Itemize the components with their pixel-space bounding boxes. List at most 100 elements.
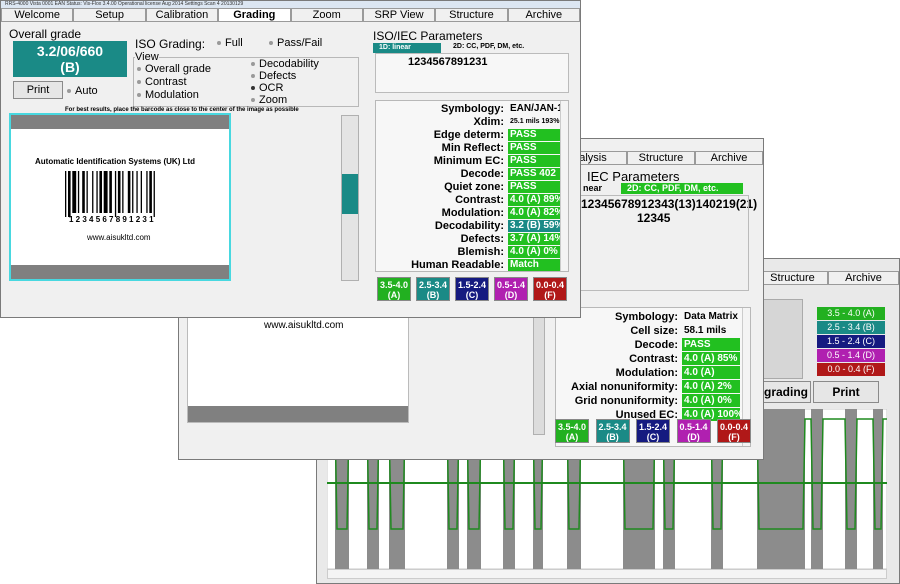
view-defects-radio[interactable]: Defects — [251, 70, 296, 82]
profile-bar — [533, 409, 543, 569]
barcode-bar — [117, 171, 121, 213]
symbology-tab-2d-label: 2D: CC, PDF, DM, etc. — [627, 183, 719, 193]
grade-letter: (C) — [465, 290, 479, 300]
barcode-bar — [82, 171, 85, 213]
tab-structure[interactable]: Structure — [627, 151, 695, 164]
view-modulation-label: Modulation — [145, 89, 199, 101]
barcode-bar — [103, 171, 108, 213]
barcode-bar — [65, 171, 67, 217]
grade-range: 0.5-1.4 — [496, 280, 526, 290]
param-label: Defects: — [460, 233, 504, 245]
tab-welcome[interactable]: Welcome — [1, 8, 74, 21]
view-zoom-radio[interactable]: Zoom — [251, 94, 287, 106]
grade-letter: (D) — [687, 432, 700, 442]
profile-bar — [757, 409, 805, 569]
barcode-image-panel: Automatic Identification Systems (UK) Lt… — [9, 113, 231, 281]
tab-archive[interactable]: Archive — [507, 8, 580, 21]
barcode-bar — [72, 171, 77, 213]
view-ocr-radio[interactable]: OCR — [251, 82, 283, 94]
grade-letter: (C) — [646, 432, 660, 442]
grade-range-badge: 2.5-3.4(B) — [595, 419, 630, 443]
grading-passfail-radio-dot — [269, 41, 273, 46]
tab-archive[interactable]: Archive — [695, 151, 763, 164]
param-value: Data Matrix — [684, 311, 738, 322]
param-label: Axial nonuniformity: — [571, 381, 678, 393]
grading-button[interactable]: grading — [761, 381, 811, 403]
barcode-bar — [122, 171, 124, 213]
print-button[interactable]: Print — [13, 81, 63, 99]
grade-letter: (B) — [426, 290, 440, 300]
decoded-data-box — [569, 195, 749, 291]
iso-parameters-title: IEC Parameters — [587, 169, 680, 184]
view-decodability-label: Decodability — [259, 58, 319, 70]
view-decodability-radio[interactable]: Decodability — [251, 58, 319, 70]
auto-checkbox[interactable]: Auto — [67, 85, 98, 97]
view-modulation-dot — [137, 93, 141, 98]
tab-structure[interactable]: Structure — [435, 8, 508, 21]
grade-range: 3.5-4.0 — [557, 422, 587, 432]
profile-bar — [873, 409, 883, 569]
barcode-bar — [96, 171, 98, 213]
tab-calibration[interactable]: Calibration — [145, 8, 219, 21]
param-label: Symbology: — [441, 103, 504, 115]
tab-zoom[interactable]: Zoom — [290, 8, 363, 21]
param-value: 4.0 (A) 85% — [682, 352, 740, 365]
view-overall-grade-radio[interactable]: Overall grade — [137, 63, 211, 75]
decoded-data-box: 1234567891231 — [375, 53, 569, 93]
param-value: EAN/JAN-13 — [510, 103, 569, 114]
tab-setup[interactable]: Setup — [73, 8, 146, 21]
grading-full-label: Full — [225, 37, 243, 49]
param-label: Human Readable: — [411, 259, 504, 271]
view-modulation-radio[interactable]: Modulation — [137, 89, 199, 101]
param-label: Grid nonuniformity: — [574, 395, 678, 407]
grading-passfail-radio[interactable]: Pass/Fail — [269, 37, 322, 49]
overall-grade-box: 3.2/06/660 (B) — [13, 41, 127, 77]
legend-item: 2.5 - 3.4 (B) — [817, 321, 885, 334]
tab-structure[interactable]: Structure — [757, 271, 828, 284]
barcode-bar — [132, 171, 134, 213]
grading-full-radio[interactable]: Full — [217, 37, 243, 49]
parameters-scrollbar[interactable] — [742, 308, 750, 446]
grade-letter: (A) — [565, 432, 579, 442]
legend-item: 0.0 - 0.4 (F) — [817, 363, 885, 376]
grade-range-badge: 3.5-4.0(A) — [555, 419, 589, 443]
param-value: 25.1 mils 193% — [510, 118, 560, 125]
overall-grade-letter: (B) — [60, 59, 80, 75]
barcode-bar — [77, 171, 80, 213]
overall-grade-value: 3.2/06/660 — [36, 43, 104, 59]
view-overall-grade-dot — [137, 67, 141, 72]
param-value: PASS — [508, 142, 564, 154]
param-label: Edge determ: — [433, 129, 504, 141]
ean-grading-window: RRS-4000 Vista 0001 EAN Status: Vis-Flox… — [0, 0, 581, 318]
placement-hint: For best results, place the barcode as c… — [65, 107, 299, 113]
profile-scrollbar[interactable] — [327, 569, 887, 579]
view-decodability-dot — [251, 62, 255, 67]
image-slider[interactable] — [341, 115, 359, 281]
parameters-scrollbar[interactable] — [560, 101, 568, 271]
tab-grading[interactable]: Grading — [218, 8, 291, 21]
symbology-tab-2d[interactable]: 2D: CC, PDF, DM, etc. — [453, 43, 525, 50]
param-value: 4.0 (A) 82% — [508, 207, 564, 219]
barcode-bar — [109, 171, 112, 213]
image-bottom-band — [188, 406, 408, 422]
image-slider-thumb[interactable] — [342, 174, 358, 214]
barcode-bar — [146, 171, 148, 213]
legend-item: 1.5 - 2.4 (C) — [817, 335, 885, 348]
grade-range-badge: 0.5-1.4(D) — [494, 277, 528, 301]
param-label: Quiet zone: — [444, 181, 504, 193]
symbology-tab-1d[interactable]: 1D: linear — [373, 43, 441, 53]
view-contrast-radio[interactable]: Contrast — [137, 76, 187, 88]
barcode-bar — [136, 171, 138, 213]
grade-range: 1.5-2.4 — [638, 422, 668, 432]
tab-srp-view[interactable]: SRP View — [362, 8, 436, 21]
print-button[interactable]: Print — [813, 381, 879, 403]
website-label: www.aisukltd.com — [264, 320, 344, 331]
title-bar: RRS-4000 Vista 0001 EAN Status: Vis-Flox… — [1, 1, 580, 8]
tab-archive[interactable]: Archive — [828, 271, 899, 284]
param-label: Contrast: — [455, 194, 504, 206]
symbology-tab-2d[interactable]: 2D: CC, PDF, DM, etc. — [621, 183, 743, 194]
grade-range-badge: 1.5-2.4(C) — [636, 419, 670, 443]
auto-checkbox-label: Auto — [75, 85, 98, 97]
symbology-tab-1d[interactable]: near — [583, 183, 603, 193]
param-label: Min Reflect: — [441, 142, 504, 154]
